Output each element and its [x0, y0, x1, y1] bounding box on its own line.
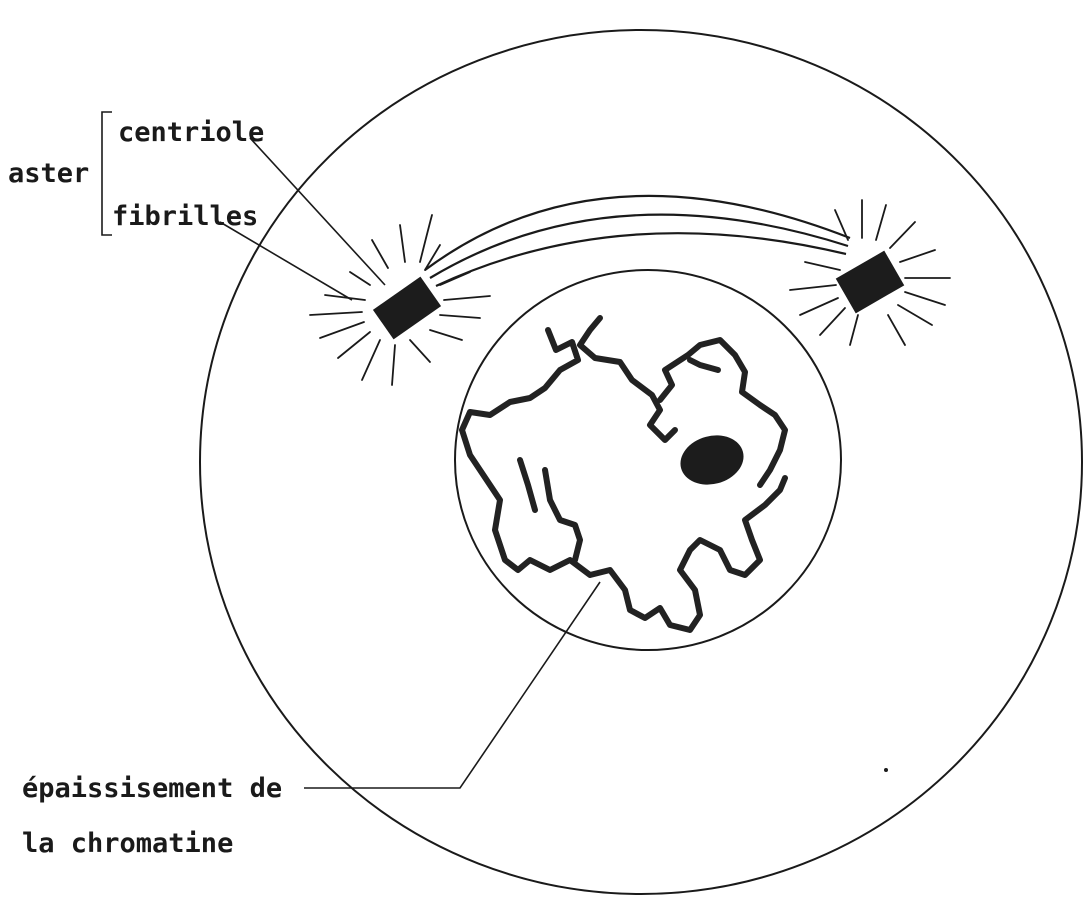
- centriole-right: [836, 251, 904, 314]
- centriole-label: centriole: [118, 117, 264, 148]
- spindle-fibres: [425, 196, 850, 286]
- aster-right: [790, 200, 950, 345]
- aster-label: aster: [8, 158, 89, 189]
- chromatin-label-line1: épaissisement de: [22, 773, 282, 804]
- aster-bracket: [102, 112, 112, 235]
- centriole-leader: [250, 138, 385, 285]
- cell-membrane: [200, 30, 1082, 894]
- aster-left: [310, 215, 490, 385]
- chromatin-leader: [304, 582, 600, 788]
- nucleus-membrane: [455, 270, 841, 650]
- fibrilles-leader: [220, 222, 352, 300]
- speck: [884, 768, 888, 772]
- chromatin: [462, 318, 785, 630]
- nucleolus: [675, 429, 749, 492]
- fibrilles-label: fibrilles: [112, 201, 258, 232]
- chromatin-label-line2: la chromatine: [22, 828, 233, 859]
